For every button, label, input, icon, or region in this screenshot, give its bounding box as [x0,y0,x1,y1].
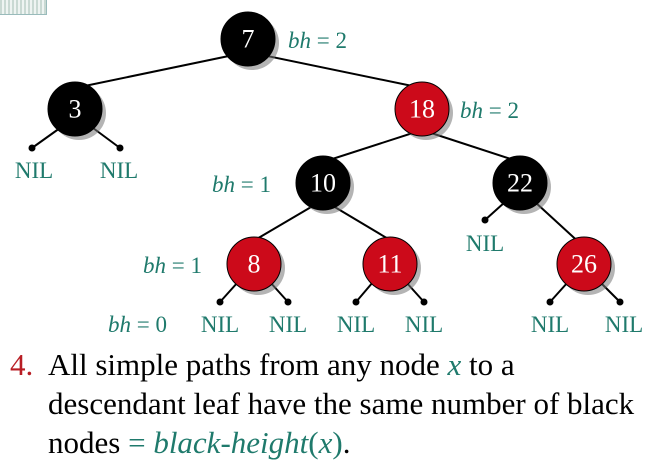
edge-7-18 [247,51,423,89]
tree-nodes: 7 3 18 10 22 [47,11,615,295]
nil-dot [420,298,428,306]
variable-x: x [447,347,462,382]
node-8: 8 [226,236,285,295]
edge-11-nil-left [355,281,374,303]
node-key: 7 [242,25,255,54]
nil-dot [116,144,124,152]
nil-label: NIL [15,158,53,183]
edge-3-nil-left [31,127,61,149]
node-7: 7 [220,11,279,70]
bh-annotations: bh = 2 bh = 2 bh = 1 bh = 1 bh = 0 [108,28,519,337]
nil-label: NIL [531,312,569,337]
nil-label: NIL [405,312,443,337]
nil-dot [546,298,554,306]
nil-label: NIL [337,312,375,337]
nil-dot [216,298,224,306]
nil-dot [284,298,292,306]
bh-annotation-10: bh = 1 [212,172,271,197]
nil-label: NIL [201,312,239,337]
edge-22-nil [484,201,506,221]
edge-18-10 [322,129,423,163]
nil-labels: NIL NIL NIL NIL NIL NIL NIL NIL NIL [15,158,643,337]
node-key: 11 [377,250,402,279]
corner-thumbnail [0,0,47,15]
node-key: 22 [507,169,533,198]
edge-26-nil-left [549,281,569,303]
node-key: 10 [310,169,336,198]
red-black-tree-diagram: 7 3 18 10 22 [15,11,643,337]
nil-label: NIL [466,231,504,256]
property-number: 4. [10,347,34,382]
black-height-term: black-height [153,425,309,460]
edge-7-3 [74,51,249,89]
nil-dots [28,144,624,306]
node-key: 26 [571,250,597,279]
node-26: 26 [556,236,615,295]
node-3: 3 [47,81,106,140]
node-11: 11 [362,236,421,295]
edge-8-nil-left [219,281,239,303]
node-18: 18 [394,81,453,140]
bh-annotation-root: bh = 2 [288,28,347,53]
nil-label: NIL [100,158,138,183]
node-22: 22 [492,155,551,214]
bh-annotation-leaf: bh = 0 [108,312,167,337]
node-key: 8 [248,250,261,279]
nil-dot [616,298,624,306]
nil-label: NIL [605,312,643,337]
nil-dot [352,298,360,306]
node-key: 3 [69,95,82,124]
property-text: All simple paths from any node x to a de… [48,347,635,460]
bh-annotation-18: bh = 2 [460,98,519,123]
nil-label: NIL [269,312,307,337]
nil-dot [481,216,489,224]
node-key: 18 [409,95,435,124]
nil-dot [28,144,36,152]
node-10: 10 [295,155,354,214]
bh-annotation-8: bh = 1 [143,253,202,278]
